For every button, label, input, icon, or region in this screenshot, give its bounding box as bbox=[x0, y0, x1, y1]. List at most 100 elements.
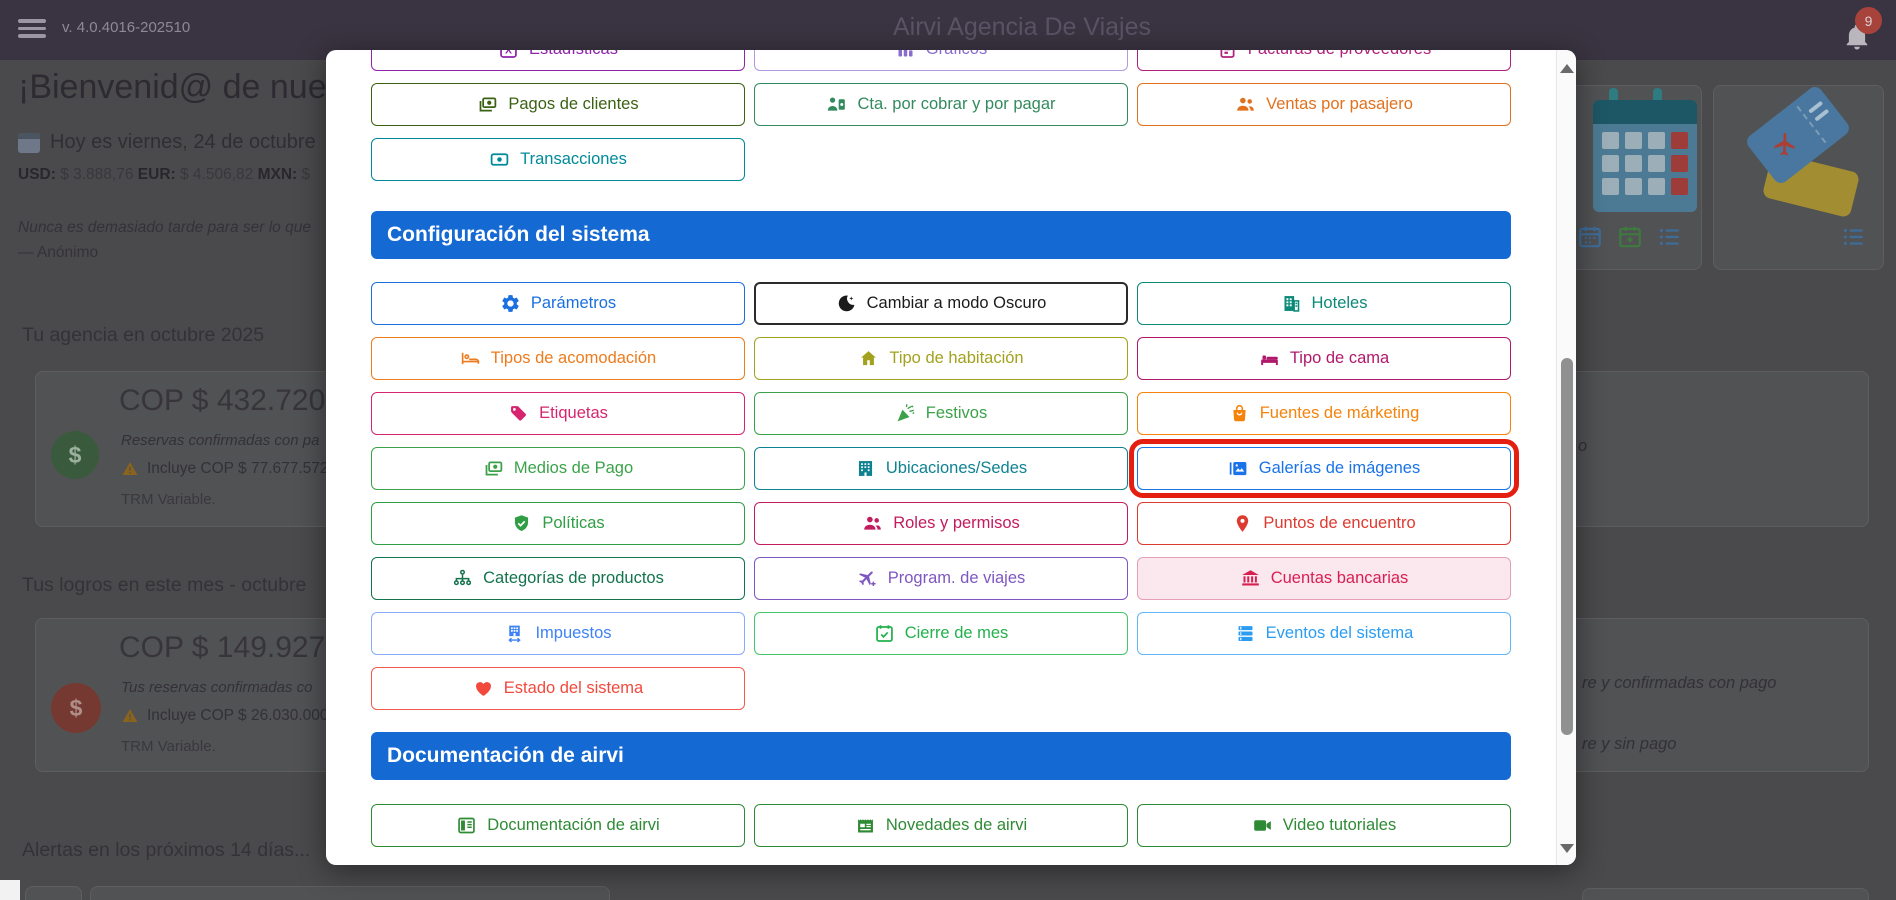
menu-button-modo-oscuro[interactable]: Cambiar a modo Oscuro bbox=[754, 282, 1128, 325]
menu-button-parametros[interactable]: Parámetros bbox=[371, 282, 745, 325]
video-icon bbox=[1252, 815, 1273, 836]
menu-button-label: Video tutoriales bbox=[1282, 816, 1397, 834]
hamburger-menu-icon[interactable] bbox=[18, 19, 46, 42]
button-cell: Cta. por cobrar y por pagar bbox=[754, 83, 1128, 126]
calendar-check-icon bbox=[874, 623, 895, 644]
menu-button-label: Parámetros bbox=[530, 294, 617, 312]
menu-button-impuestos[interactable]: Impuestos bbox=[371, 612, 745, 655]
tax-icon bbox=[504, 623, 525, 644]
agency-trm: TRM Variable. bbox=[121, 491, 216, 508]
button-cell: Fuentes de márketing bbox=[1137, 392, 1511, 435]
menu-button-row: Medios de Pago Ubicaciones/Sedes Galerías … bbox=[371, 439, 1519, 498]
menu-button-estadisticas[interactable]: X Estadísticas bbox=[371, 50, 745, 71]
menu-button-galerias[interactable]: Galerías de imágenes bbox=[1129, 439, 1519, 498]
menu-button-tipos-acomodacion[interactable]: Tipos de acomodación bbox=[371, 337, 745, 380]
dollar-circle-icon: $ bbox=[51, 683, 101, 733]
menu-button-label: Tipo de cama bbox=[1289, 349, 1390, 367]
menu-button-label: Ventas por pasajero bbox=[1266, 95, 1413, 113]
notification-count-badge[interactable]: 9 bbox=[1855, 7, 1882, 34]
menu-button-politicas[interactable]: Políticas bbox=[371, 502, 745, 545]
scrollbar-thumb[interactable] bbox=[1561, 358, 1573, 735]
calendar-add-icon[interactable] bbox=[1617, 224, 1643, 255]
tickets-widget-card bbox=[1713, 83, 1884, 270]
menu-button-novedades[interactable]: Novedades de airvi bbox=[754, 804, 1128, 847]
achievements-section-title: Tus logros en este mes - octubre bbox=[22, 574, 307, 596]
bed-icon bbox=[1259, 348, 1280, 369]
menu-button-label: Facturas de proveedores bbox=[1248, 50, 1431, 59]
scroll-down-arrow-icon[interactable] bbox=[1560, 844, 1574, 853]
sitemap-icon bbox=[452, 568, 473, 589]
menu-button-medios-pago[interactable]: Medios de Pago bbox=[371, 447, 745, 490]
server-icon bbox=[1235, 623, 1256, 644]
menu-button-label: Hoteles bbox=[1311, 294, 1368, 312]
menu-button-puntos-encuentro[interactable]: Puntos de encuentro bbox=[1137, 502, 1511, 545]
agency-section-title: Tu agencia en octubre 2025 bbox=[22, 324, 265, 346]
menu-button-categorias[interactable]: Categorías de productos bbox=[371, 557, 745, 600]
menu-button-facturas-proveedores[interactable]: Facturas de proveedores bbox=[1137, 50, 1511, 71]
button-cell: Tipo de habitación bbox=[754, 337, 1128, 380]
tag-icon bbox=[508, 403, 529, 424]
calendar-icon[interactable] bbox=[1577, 224, 1603, 255]
menu-button-row: Transacciones bbox=[371, 138, 1511, 181]
menu-button-program-viajes[interactable]: Program. de viajes bbox=[754, 557, 1128, 600]
app-title: Airvi Agencia De Viajes bbox=[892, 13, 1152, 41]
bag-icon bbox=[1229, 403, 1250, 424]
menu-button-fuentes-marketing[interactable]: Fuentes de márketing bbox=[1137, 392, 1511, 435]
menu-button-tipo-cama[interactable]: Tipo de cama bbox=[1137, 337, 1511, 380]
card2-right-text-fragment-2: re y sin pago bbox=[1582, 735, 1677, 753]
menu-button-roles[interactable]: Roles y permisos bbox=[754, 502, 1128, 545]
menu-button-eventos-sistema[interactable]: Eventos del sistema bbox=[1137, 612, 1511, 655]
menu-button-label: Ubicaciones/Sedes bbox=[885, 459, 1028, 477]
today-date-line: Hoy es viernes, 24 de octubre bbox=[18, 131, 316, 154]
excel-icon: X bbox=[498, 50, 519, 60]
alert-card bbox=[90, 886, 610, 900]
menu-button-cuentas-bancarias[interactable]: Cuentas bancarias bbox=[1137, 557, 1511, 600]
scroll-up-arrow-icon[interactable] bbox=[1560, 64, 1574, 73]
achievements-trm: TRM Variable. bbox=[121, 738, 216, 755]
menu-button-label: Estado del sistema bbox=[503, 679, 644, 697]
alerts-section-title: Alertas en los próximos 14 días... bbox=[22, 839, 311, 861]
bed-outline-icon bbox=[460, 348, 481, 369]
menu-modal: X Estadísticas Gráficos Facturas de proveed… bbox=[326, 50, 1576, 865]
list-icon[interactable] bbox=[1657, 224, 1683, 255]
menu-button-ventas-pasajero[interactable]: Ventas por pasajero bbox=[1137, 83, 1511, 126]
menu-button-tipo-habitacion[interactable]: Tipo de habitación bbox=[754, 337, 1128, 380]
menu-button-pagos-clientes[interactable]: Pagos de clientes bbox=[371, 83, 745, 126]
menu-button-label: Cuentas bancarias bbox=[1270, 569, 1409, 587]
agency-note: Reservas confirmadas con pa bbox=[121, 432, 320, 449]
menu-button-hoteles[interactable]: Hoteles bbox=[1137, 282, 1511, 325]
menu-button-etiquetas[interactable]: Etiquetas bbox=[371, 392, 745, 435]
achievements-note: Tus reservas confirmadas co bbox=[121, 679, 313, 696]
menu-button-label: Galerías de imágenes bbox=[1258, 459, 1421, 477]
empty-cell bbox=[1137, 138, 1511, 181]
config-section-banner: Configuración del sistema bbox=[371, 211, 1511, 259]
popper-icon bbox=[895, 403, 916, 424]
svg-text:X: X bbox=[505, 50, 512, 56]
menu-button-transacciones[interactable]: Transacciones bbox=[371, 138, 745, 181]
alert-card bbox=[1582, 888, 1869, 900]
menu-button-documentacion[interactable]: Documentación de airvi bbox=[371, 804, 745, 847]
menu-button-cta-cobrar-pagar[interactable]: Cta. por cobrar y por pagar bbox=[754, 83, 1128, 126]
menu-button-label: Políticas bbox=[542, 514, 605, 532]
menu-button-festivos[interactable]: Festivos bbox=[754, 392, 1128, 435]
button-cell: Documentación de airvi bbox=[371, 804, 745, 847]
button-cell: Medios de Pago bbox=[371, 447, 745, 490]
menu-button-label: Estadísticas bbox=[529, 50, 618, 59]
menu-button-estado-sistema[interactable]: Estado del sistema bbox=[371, 667, 745, 710]
menu-button-ubicaciones[interactable]: Ubicaciones/Sedes bbox=[754, 447, 1128, 490]
list-icon[interactable] bbox=[1841, 224, 1867, 255]
modal-scrollbar[interactable] bbox=[1556, 50, 1576, 865]
calendar-icon bbox=[18, 132, 40, 153]
menu-button-graficos[interactable]: Gráficos bbox=[754, 50, 1128, 71]
button-cell: Ventas por pasajero bbox=[1137, 83, 1511, 126]
building-grid-icon bbox=[855, 458, 876, 479]
button-cell: X Estadísticas bbox=[371, 50, 745, 71]
menu-button-cierre-mes[interactable]: Cierre de mes bbox=[754, 612, 1128, 655]
gear-icon bbox=[500, 293, 521, 314]
menu-button-video-tutoriales[interactable]: Video tutoriales bbox=[1137, 804, 1511, 847]
money-double-icon bbox=[477, 94, 498, 115]
